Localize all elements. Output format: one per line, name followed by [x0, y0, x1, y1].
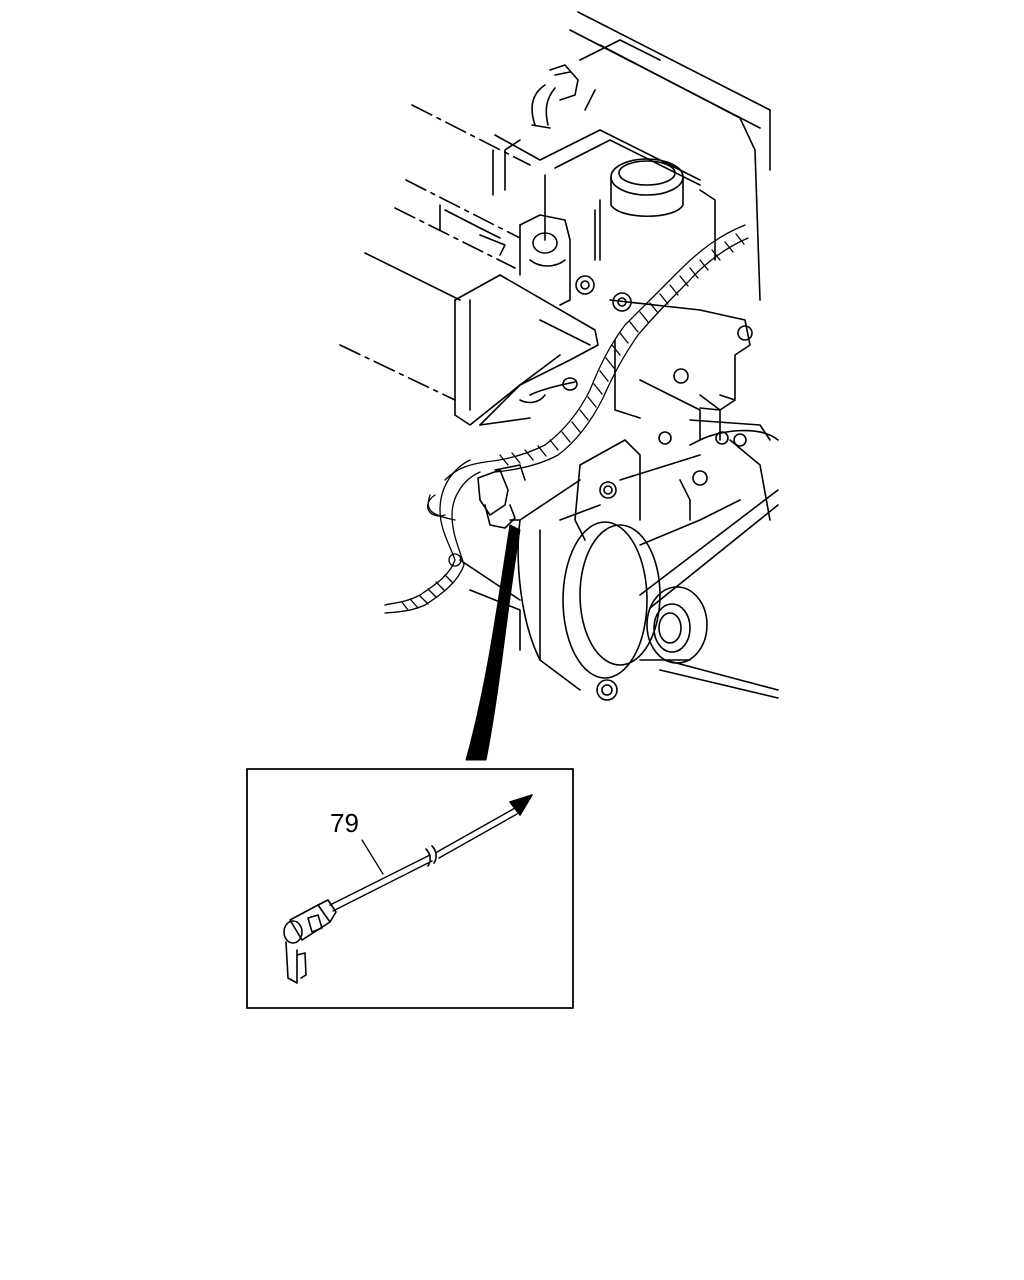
lifting-bracket	[519, 214, 571, 306]
callout-leader	[361, 839, 384, 875]
sensor-head	[283, 899, 337, 984]
sensor-connector	[477, 377, 578, 529]
alternator-bracket	[574, 299, 771, 541]
bolts	[575, 275, 747, 486]
cylinder-head	[339, 11, 771, 401]
sensor-probe	[329, 794, 533, 912]
detail-frame	[246, 768, 574, 1009]
detail-inset: 79	[246, 768, 574, 1009]
callout-number: 79	[330, 808, 359, 838]
wire-harness	[444, 224, 749, 481]
harness-branch	[384, 459, 481, 614]
pulley-and-belt	[639, 429, 779, 699]
engine-illustration	[339, 11, 779, 701]
engine-details	[679, 394, 771, 521]
breather-hose	[531, 64, 596, 129]
detail-leader	[465, 524, 521, 761]
oil-filler-cap	[599, 158, 716, 261]
heat-shield	[454, 274, 599, 426]
